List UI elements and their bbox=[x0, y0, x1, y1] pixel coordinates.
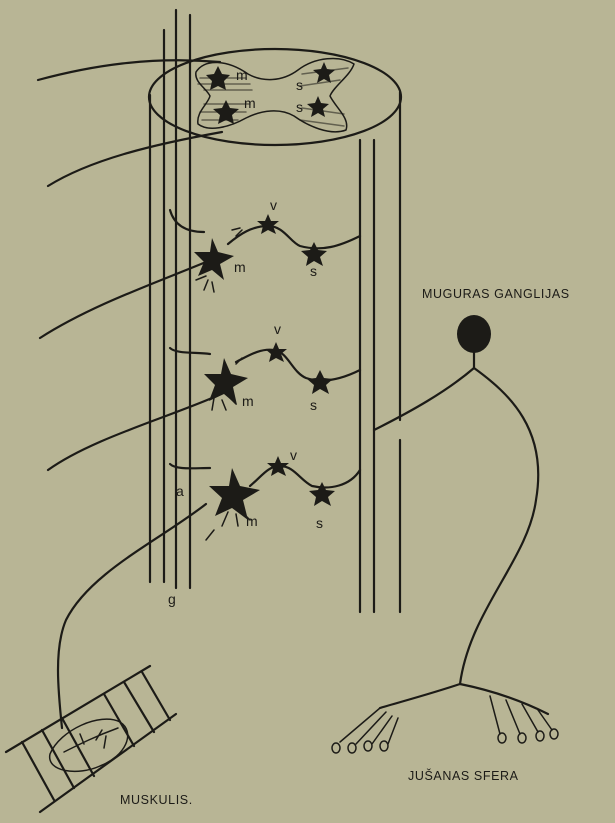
cord-cross-section bbox=[149, 49, 401, 145]
muscle-label: MUSKULIS. bbox=[120, 793, 193, 807]
ganglion-body bbox=[457, 315, 491, 353]
sense-label: JUŠANAS SFERA bbox=[408, 768, 519, 783]
label-a: a bbox=[176, 483, 184, 499]
sensory-pathway bbox=[332, 315, 558, 753]
reflex-level-3: a v m s bbox=[170, 447, 360, 540]
label-s-3: s bbox=[316, 515, 323, 531]
label-m-2: m bbox=[242, 393, 254, 409]
reflex-level-2: v m s bbox=[170, 321, 360, 413]
label-top-m2: m bbox=[244, 95, 256, 111]
label-v-3: v bbox=[290, 447, 297, 463]
label-top-s2: s bbox=[296, 99, 303, 115]
label-top-m1: m bbox=[236, 67, 248, 83]
motor-neuron-top-1 bbox=[206, 66, 230, 90]
label-g: g bbox=[168, 591, 176, 607]
sensory-neuron-2 bbox=[307, 370, 333, 394]
label-top-s1: s bbox=[296, 77, 303, 93]
reflex-level-1: v m s bbox=[170, 197, 360, 292]
label-v-1: v bbox=[270, 197, 277, 213]
label-v-2: v bbox=[274, 321, 281, 337]
label-s-2: s bbox=[310, 397, 317, 413]
sensory-neuron-top-1 bbox=[313, 62, 335, 83]
descending-fibres bbox=[38, 60, 222, 470]
spinal-cord: m m s s bbox=[149, 10, 401, 612]
label-s-1: s bbox=[310, 263, 317, 279]
interneuron-2 bbox=[265, 342, 287, 362]
sensory-neuron-top-2 bbox=[307, 96, 329, 117]
muscle bbox=[6, 666, 176, 812]
label-m-3: m bbox=[246, 513, 258, 529]
interneuron-1 bbox=[257, 214, 279, 234]
ganglion-label: MUGURAS GANGLIJAS bbox=[422, 287, 570, 301]
label-m-1: m bbox=[234, 259, 246, 275]
